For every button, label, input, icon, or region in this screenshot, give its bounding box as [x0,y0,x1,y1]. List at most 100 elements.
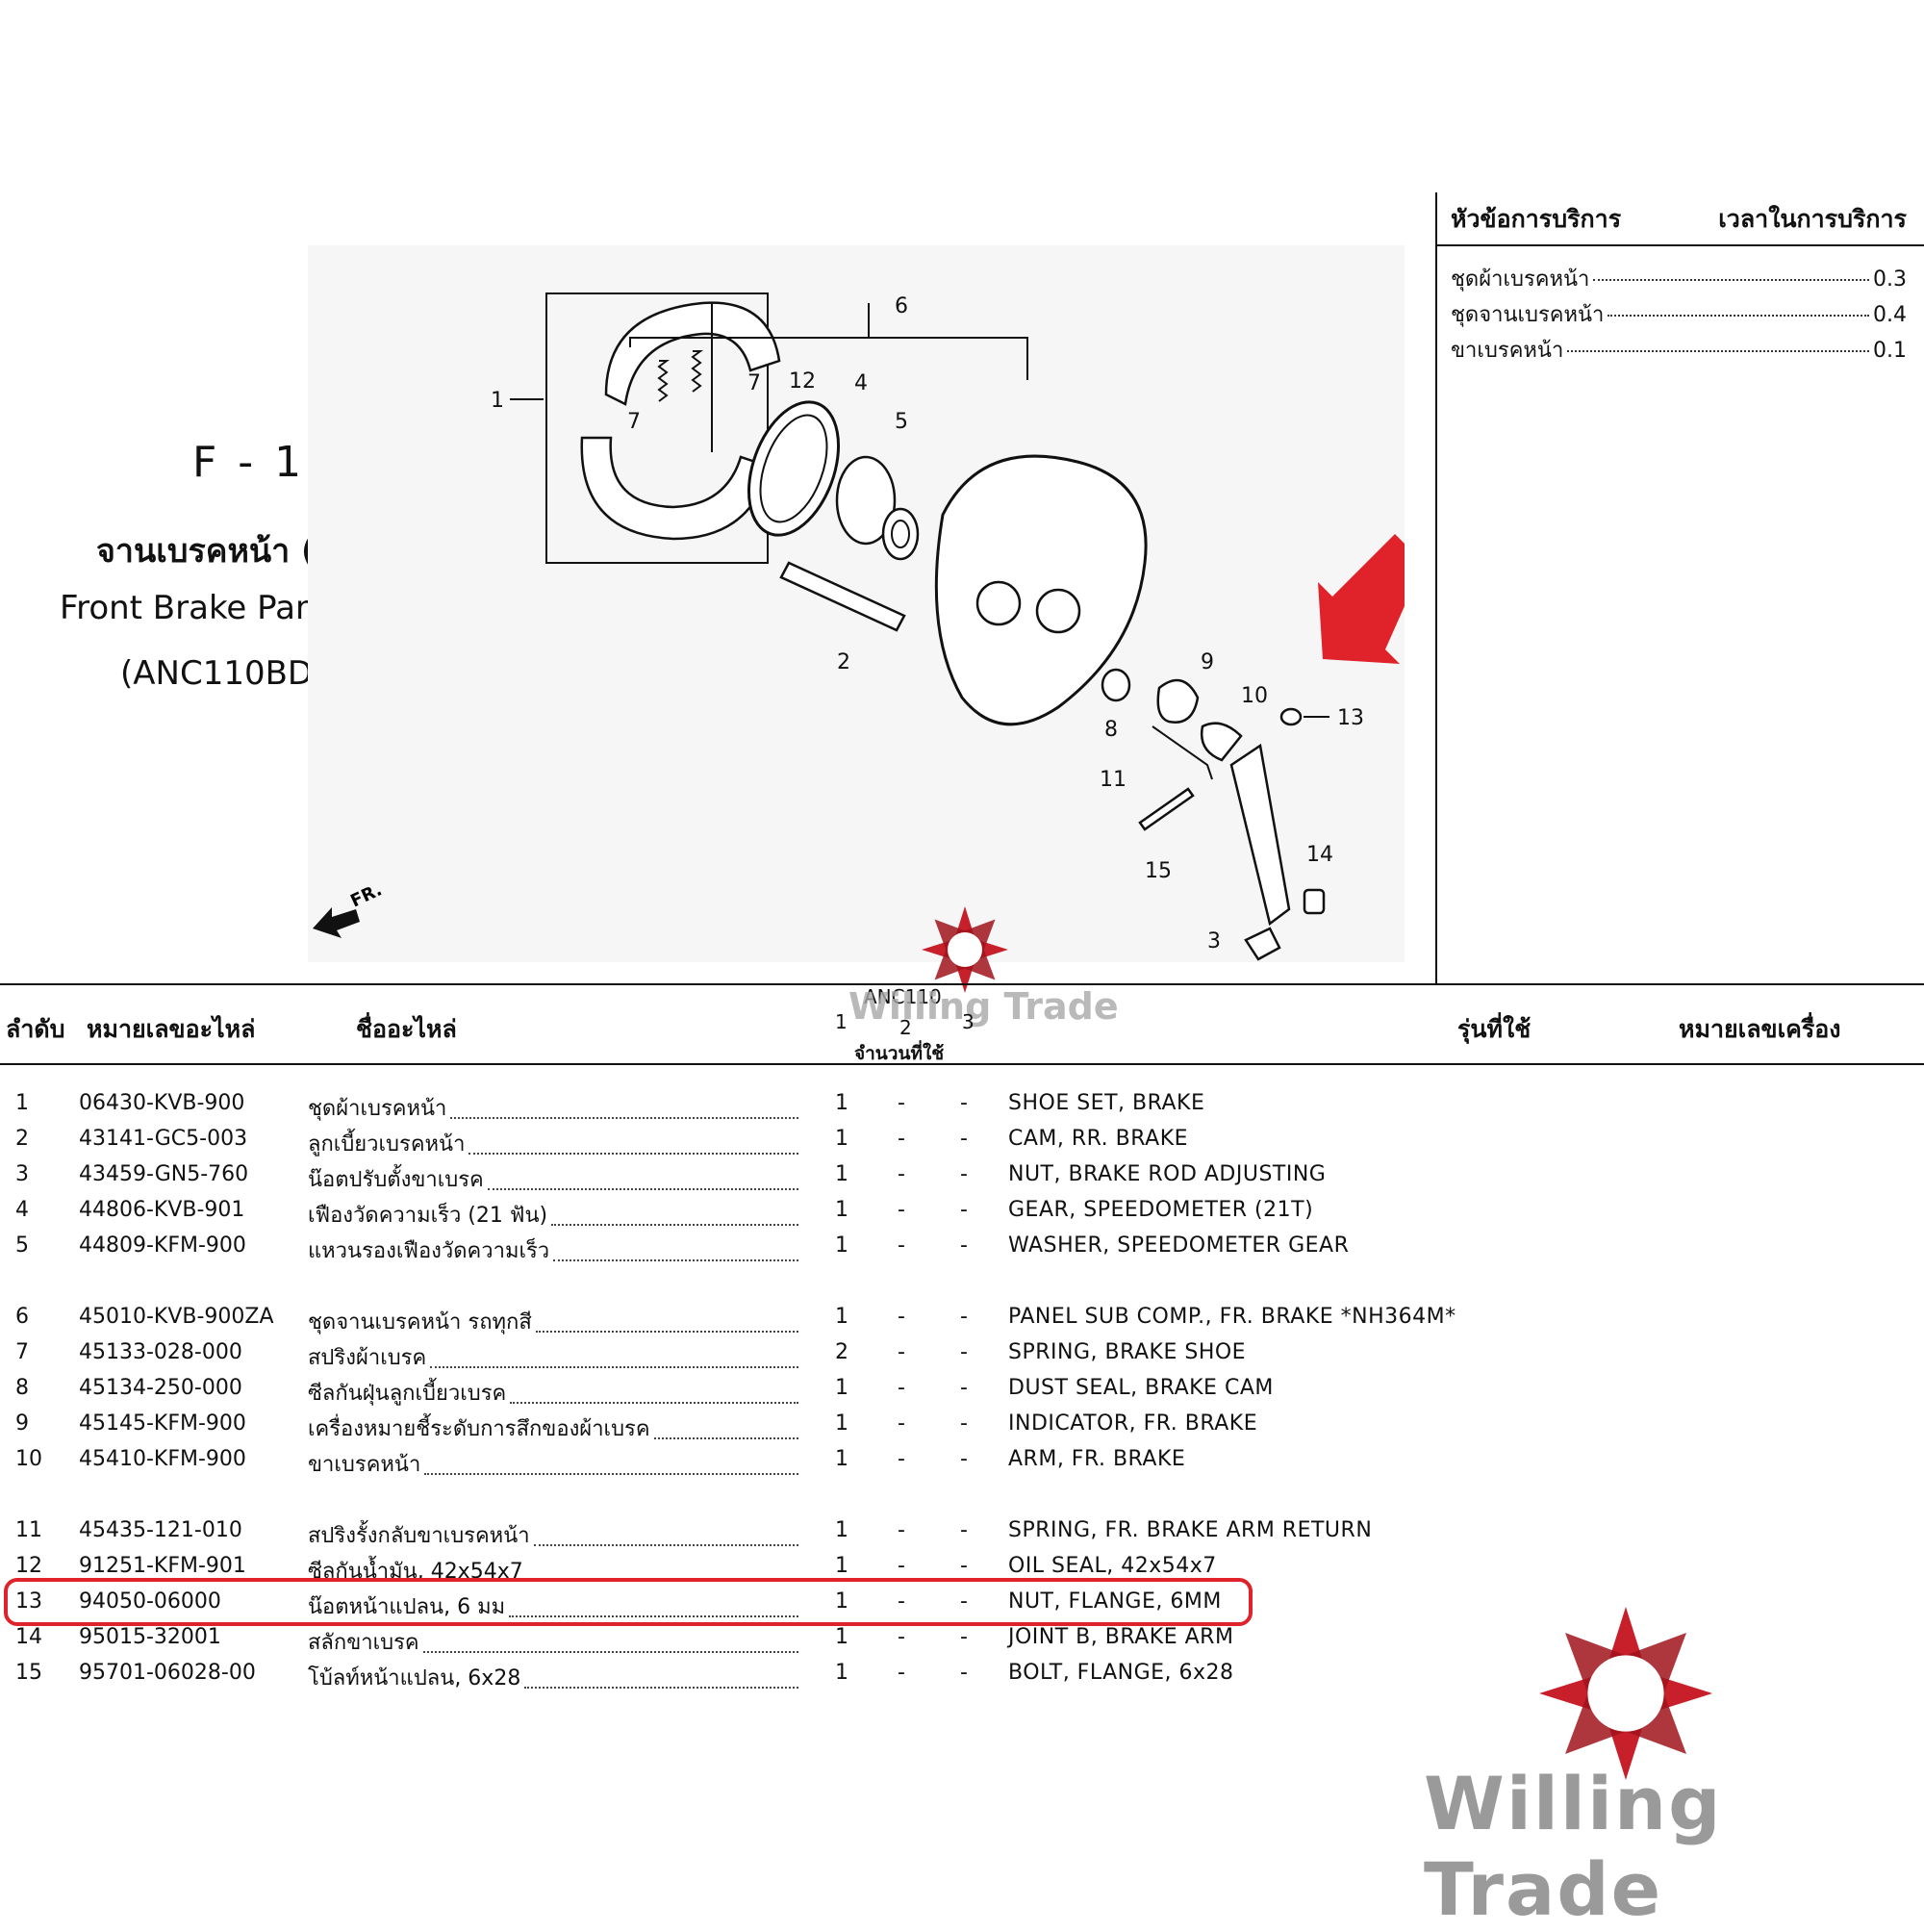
header-quantity: จำนวนที่ใช้ [854,1043,945,1064]
quantity-1: 1 [835,1198,848,1222]
quantity-1: 1 [835,1447,848,1471]
quantity-1: 1 [835,1305,848,1329]
part-number: 45410-KFM-900 [79,1447,246,1471]
quantity-2: - [898,1518,905,1542]
part-name-english: GEAR, SPEEDOMETER (21T) [1008,1198,1314,1222]
part-name-thai: สลักขาเบรค [308,1625,798,1659]
quantity-1: 1 [835,1091,848,1115]
part-number: 44809-KFM-900 [79,1233,246,1258]
part-name-english: JOINT B, BRAKE ARM [1008,1625,1234,1649]
part-name-thai-text: ชุดจานเบรคหน้า รถทุกสี [308,1310,532,1335]
quantity-2: - [898,1625,905,1649]
service-header-item: หัวข้อการบริการ [1451,205,1622,233]
callout-13: 13 [1337,706,1364,730]
part-name-english: PANEL SUB COMP., FR. BRAKE *NH364M* [1008,1305,1456,1329]
quantity-1: 1 [835,1127,848,1151]
flange-bolt [1138,787,1195,831]
part-name-thai-text: ขาเบรคหน้า [308,1453,421,1477]
row-number: 2 [15,1127,29,1151]
part-name-thai-text: ซีลกันฝุ่นลูกเบี้ยวเบรค [308,1382,507,1406]
part-name-thai: โบ้ลท์หน้าแปลน, 6x28 [308,1661,798,1694]
part-name-thai: น๊อตปรับตั้งขาเบรค [308,1162,798,1196]
oil-seal [747,400,841,537]
header-qty-col-3: 3 [962,1010,975,1033]
callout-6: 6 [895,294,908,318]
brand-name: Willing Trade [1424,1761,1723,1932]
brand-logo-small [922,906,1008,993]
dot-leader [526,1548,798,1582]
part-number: 43141-GC5-003 [79,1127,248,1151]
part-number: 91251-KFM-901 [79,1554,246,1578]
quantity-2: - [898,1447,905,1471]
highlighted-row-outline [4,1578,1253,1626]
part-name-thai: เครื่องหมายชี้ระดับการสึกของผ้าเบรค [308,1411,798,1445]
quantity-2: - [898,1589,905,1614]
row-number: 5 [15,1233,29,1258]
part-number: 44806-KVB-901 [79,1198,245,1222]
part-name-thai: สปริงผ้าเบรค [308,1340,798,1374]
brand-watermark-small: Willing Trade [848,985,1119,1028]
header-model: รุ่นที่ใช้ [1457,1015,1532,1043]
row-number: 1 [15,1091,29,1115]
row-number: 4 [15,1198,29,1222]
service-time: 0.1 [1873,339,1907,363]
brake-cam [779,561,906,632]
dot-leader [510,1370,798,1404]
part-name-thai-text: สปริงรั้งกลับขาเบรคหน้า [308,1524,530,1548]
callout-5: 5 [895,410,908,434]
part-name-thai: ชุดจานเบรคหน้า รถทุกสี [308,1305,798,1338]
part-name-thai-text: ชุดผ้าเบรคหน้า [308,1097,447,1121]
part-number: 45010-KVB-900ZA [79,1305,274,1329]
dot-leader [1567,350,1869,352]
service-time: 0.4 [1873,303,1907,327]
part-number: 95015-32001 [79,1625,221,1649]
part-name-english: SPRING, FR. BRAKE ARM RETURN [1008,1518,1373,1542]
table-top-rule [0,983,1924,985]
dot-leader [487,1157,798,1190]
part-name-english: ARM, FR. BRAKE [1008,1447,1186,1471]
service-time: 0.3 [1873,267,1907,292]
row-number: 13 [15,1589,42,1614]
quantity-2: - [898,1198,905,1222]
brake-shoe-upper [604,301,781,406]
dot-leader [424,1441,798,1475]
brand-logo-large [1539,1607,1712,1780]
dot-leader [535,1299,798,1333]
part-name-english: NUT, FLANGE, 6MM [1008,1589,1222,1614]
quantity-3: - [960,1376,968,1400]
part-name-english: BOLT, FLANGE, 6x28 [1008,1661,1234,1685]
part-name-thai: ซีลกันฝุ่นลูกเบี้ยวเบรค [308,1376,798,1410]
part-name-thai-text: แหวนรองเฟืองวัดความเร็ว [308,1239,550,1263]
part-number: 45133-028-000 [79,1340,242,1364]
wear-indicator [1200,722,1243,762]
exploded-parts-diagram: 1 2 3 4 5 6 7 7 8 9 10 11 12 13 14 15 FR… [289,245,1424,962]
quantity-2: - [898,1162,905,1186]
part-number: 43459-GN5-760 [79,1162,249,1186]
return-spring-tail [1152,725,1213,780]
dot-leader [509,1584,798,1617]
part-name-thai: น๊อตหน้าแปลน, 6 มม [308,1589,798,1623]
quantity-3: - [960,1554,968,1578]
header-part-name: ชื่ออะไหล่ [356,1015,457,1043]
callout-14: 14 [1306,843,1333,867]
part-number: 95701-06028-00 [79,1661,256,1685]
quantity-2: - [898,1305,905,1329]
part-name-english: INDICATOR, FR. BRAKE [1008,1411,1258,1436]
quantity-3: - [960,1162,968,1186]
dot-leader [468,1121,798,1155]
part-name-thai: สปริงรั้งกลับขาเบรคหน้า [308,1518,798,1552]
row-number: 15 [15,1661,42,1685]
table-header-rule [0,1063,1924,1065]
dot-leader [422,1619,798,1653]
callout-3: 3 [1207,929,1221,953]
quantity-2: - [898,1127,905,1151]
quantity-3: - [960,1518,968,1542]
quantity-2: - [898,1554,905,1578]
row-number: 9 [15,1411,29,1436]
